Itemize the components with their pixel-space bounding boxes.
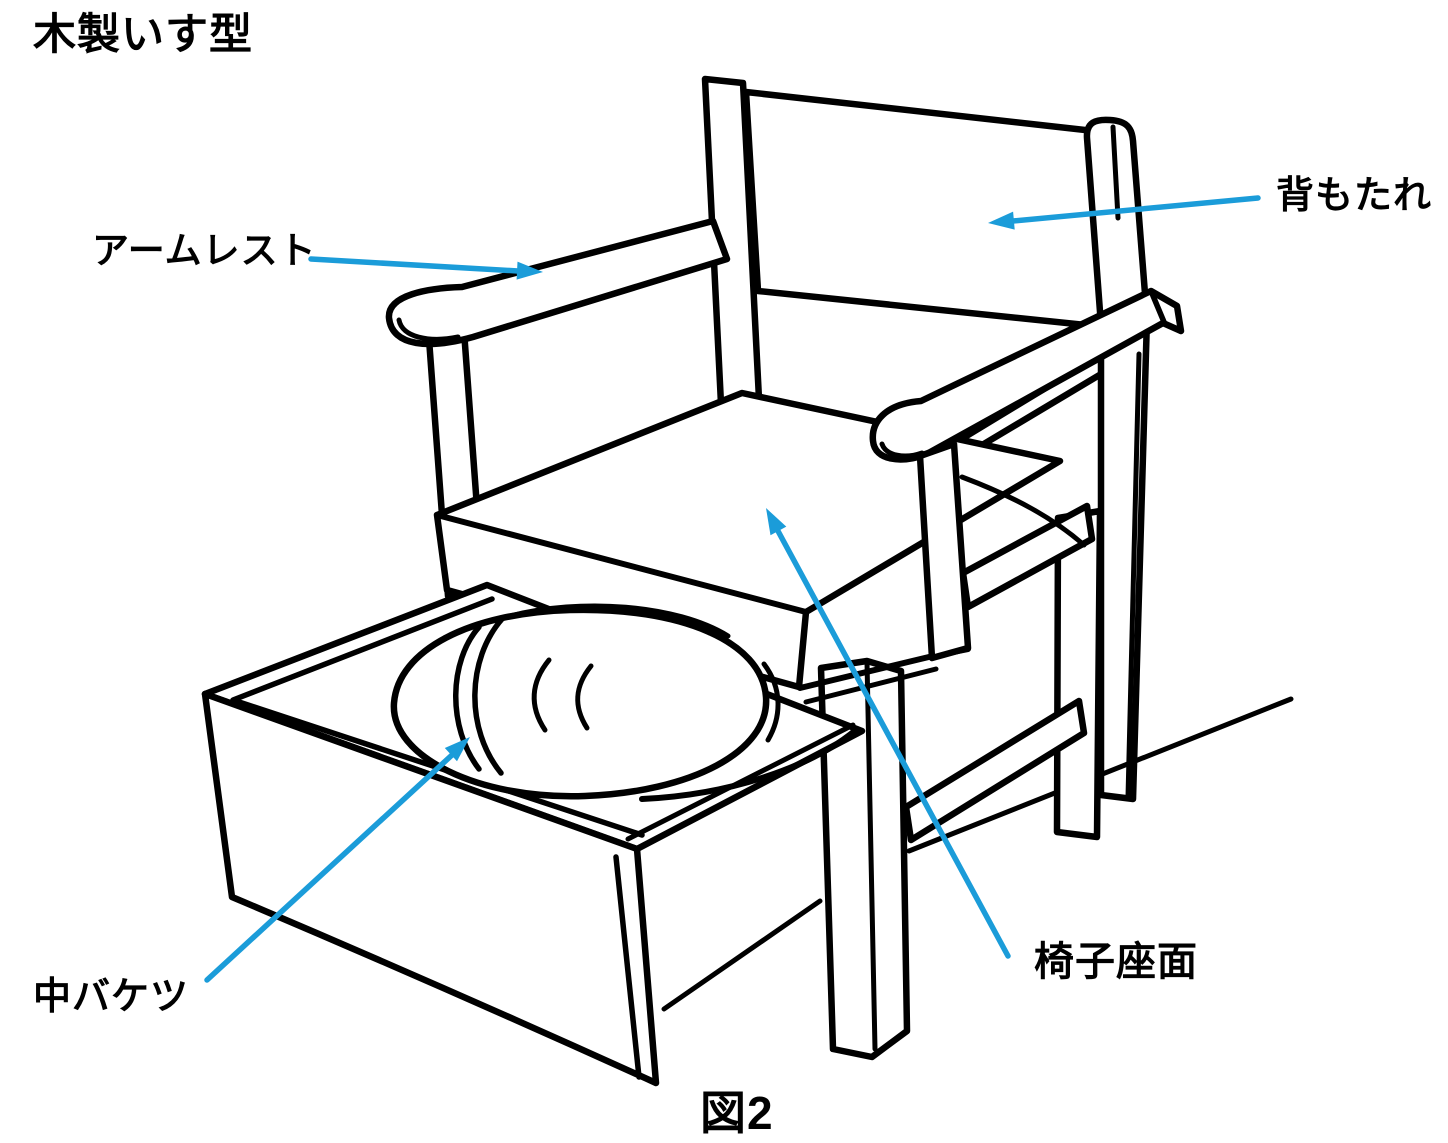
left-armrest-bar [385, 217, 731, 348]
callout-arrows [204, 195, 1261, 983]
bucket-lid-right-arc [761, 661, 781, 743]
seat-cushion-seam [434, 512, 809, 615]
seat-frame-edge-2 [803, 666, 939, 705]
chair-drawing [201, 75, 1294, 1087]
seat-cushion-right-accent [959, 474, 1087, 548]
right-armrest-end-line [1148, 288, 1167, 325]
bucket-crescent-inner [472, 616, 505, 776]
figure-caption: 図2 [700, 1087, 774, 1139]
bucket-lid-top-arc [507, 603, 731, 639]
right-armrest-support [916, 440, 972, 662]
backrest-right-post-edge [1110, 124, 1121, 221]
figure-title: 木製いす型 [33, 11, 253, 59]
left-bottom-rail [661, 898, 823, 1012]
backrest-right-post [1083, 116, 1151, 329]
left-armrest [385, 217, 731, 348]
bucket-body-arc [639, 726, 860, 802]
backrest-panel [742, 88, 1138, 334]
bucket [390, 603, 860, 802]
bucket-arrowhead [444, 737, 470, 762]
bucket-lid-tick-1 [531, 657, 552, 733]
bucket-lid-tick-2 [575, 663, 594, 731]
label-backrest: 背もたれ [1276, 175, 1433, 217]
left-armrest-cap-line [396, 317, 461, 342]
right-side-frame [902, 315, 1294, 854]
armrest-arrow [308, 256, 543, 280]
drawer-corner-edge [613, 854, 642, 1080]
label-seat: 椅子座面 [1034, 940, 1198, 984]
right-armrest-bar [869, 287, 1185, 463]
backrest-arrow [988, 195, 1261, 230]
armrest-arrowhead [516, 261, 543, 280]
front-left-leg-edge [864, 659, 878, 1052]
bucket-crescent-outer [453, 624, 482, 772]
right-armrest [869, 287, 1185, 662]
right-front-leg [1053, 507, 1104, 841]
label-bucket: 中バケツ [33, 976, 190, 1018]
right-back-leg-edge [1125, 351, 1142, 800]
backrest-arrowhead [988, 211, 1015, 230]
front-left-leg [661, 657, 911, 1061]
seat-arrow [766, 508, 1011, 959]
label-armrest: アームレスト [92, 230, 317, 271]
seat-arrowhead [766, 508, 787, 536]
low-side-rail [902, 697, 1088, 844]
backrest [701, 75, 1151, 408]
bucket-arrow [204, 737, 470, 983]
